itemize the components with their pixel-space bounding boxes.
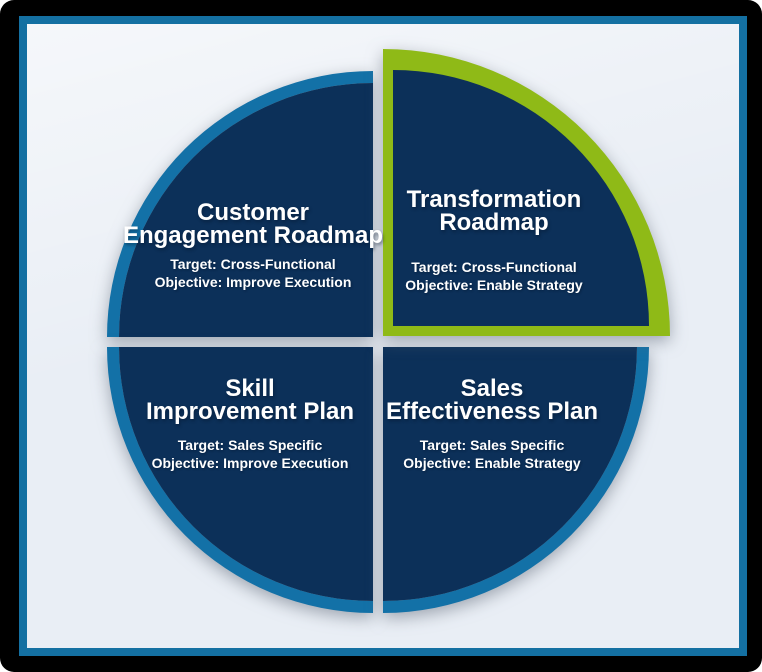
quadrant-title: Transformation Roadmap	[359, 186, 629, 236]
quadrant-objective: Objective: Improve Execution	[154, 274, 352, 290]
quadrant-target: Target: Sales Specific	[177, 437, 323, 453]
quadrant-title-line: Sales	[460, 375, 524, 402]
quadrant-bottom-right-text: Sales Effectiveness Plan Target: Sales S…	[357, 377, 627, 472]
quadrant-bottom-left-text: Skill Improvement Plan Target: Sales Spe…	[115, 377, 385, 472]
quadrant-target: Target: Cross-Functional	[170, 256, 336, 272]
quadrant-details: Target: Sales Specific Objective: Enable…	[357, 436, 627, 472]
quadrant-top-left-fill	[119, 83, 373, 337]
quadrant-bottom-right-fill	[383, 347, 637, 601]
quadrant-details: Target: Sales Specific Objective: Improv…	[115, 436, 385, 472]
quadrant-title-line: Improvement Plan	[145, 398, 355, 425]
quadrant-title: Skill Improvement Plan	[115, 375, 385, 425]
quadrant-title-line: Roadmap	[439, 209, 549, 236]
quadrant-top-left-shape	[107, 71, 373, 337]
quadrant-details: Target: Cross-Functional Objective: Enab…	[359, 258, 629, 294]
quadrant-objective: Objective: Enable Strategy	[403, 455, 581, 471]
quadrant-title-line: Effectiveness Plan	[385, 398, 599, 425]
quadrant-details: Target: Cross-Functional Objective: Impr…	[118, 255, 388, 291]
quadrant-title: Sales Effectiveness Plan	[357, 375, 627, 425]
quadrant-target: Target: Sales Specific	[419, 437, 565, 453]
quadrant-top-left-text: Customer Engagement Roadmap Target: Cros…	[118, 201, 388, 291]
quadrant-top-right-fill	[393, 70, 649, 326]
quadrant-objective: Objective: Enable Strategy	[405, 277, 583, 293]
quadrant-title-line: Customer	[196, 199, 310, 226]
quadrant-top-right-shape	[383, 49, 670, 336]
quadrant-bottom-left-shape	[107, 347, 373, 613]
quadrant-top-right-text: Transformation Roadmap Target: Cross-Fun…	[359, 188, 629, 294]
quadrant-title-line: Skill	[225, 375, 275, 402]
quadrant-title-line: Engagement Roadmap	[122, 222, 384, 249]
quadrant-title: Customer Engagement Roadmap	[118, 199, 388, 249]
quadrant-bottom-right-shape	[383, 347, 649, 613]
quadrant-objective: Objective: Improve Execution	[151, 455, 349, 471]
quadrant-bottom-left-fill	[119, 347, 373, 601]
quadrant-target: Target: Cross-Functional	[411, 259, 577, 275]
quadrant-title-line: Transformation	[406, 186, 582, 213]
